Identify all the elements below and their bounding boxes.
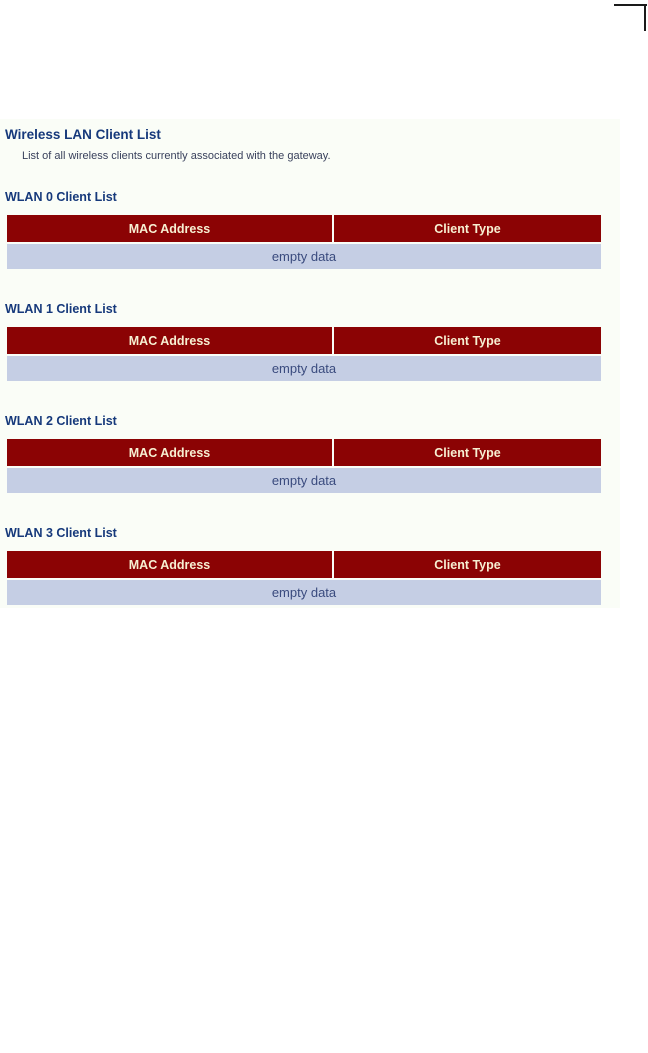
col-header-client-type: Client Type — [332, 215, 601, 242]
col-header-mac-address: MAC Address — [128, 333, 211, 348]
wlan2-client-table: MAC Address Client Type empty data — [7, 439, 601, 493]
content-area: Wireless LAN Client List List of all wir… — [0, 119, 620, 608]
wlan3-client-table: MAC Address Client Type empty data — [7, 551, 601, 605]
page-corner-mark-vertical — [644, 4, 646, 31]
wlan0-section-heading: WLAN 0 Client List — [5, 190, 117, 204]
wlan1-section: WLAN 1 Client List MAC Address Client Ty… — [5, 302, 620, 381]
wlan0-client-table: MAC Address Client Type empty data — [7, 215, 601, 269]
empty-data-row: empty data — [7, 468, 601, 493]
page-description: List of all wireless clients currently a… — [22, 150, 331, 162]
wlan1-client-table: MAC Address Client Type empty data — [7, 327, 601, 381]
wlan1-section-heading: WLAN 1 Client List — [5, 302, 117, 316]
wlan2-section-heading: WLAN 2 Client List — [5, 414, 117, 428]
col-header-mac-address: MAC Address — [128, 557, 211, 572]
empty-data-row: empty data — [7, 244, 601, 269]
table-header-row: MAC Address Client Type — [7, 327, 601, 354]
table-header-row: MAC Address Client Type — [7, 551, 601, 578]
col-header-client-type: Client Type — [332, 327, 601, 354]
col-header-client-type: Client Type — [332, 551, 601, 578]
col-header-client-type: Client Type — [332, 439, 601, 466]
empty-data-row: empty data — [7, 580, 601, 605]
wlan3-section: WLAN 3 Client List MAC Address Client Ty… — [5, 526, 620, 605]
col-header-mac-address: MAC Address — [128, 221, 211, 236]
page-title: Wireless LAN Client List — [5, 127, 161, 142]
wlan0-section: WLAN 0 Client List MAC Address Client Ty… — [5, 190, 620, 269]
wlan2-section: WLAN 2 Client List MAC Address Client Ty… — [5, 414, 620, 493]
wlan3-section-heading: WLAN 3 Client List — [5, 526, 117, 540]
col-header-mac-address: MAC Address — [128, 445, 211, 460]
page-corner-mark-horizontal — [614, 4, 647, 6]
table-header-row: MAC Address Client Type — [7, 439, 601, 466]
table-header-row: MAC Address Client Type — [7, 215, 601, 242]
empty-data-row: empty data — [7, 356, 601, 381]
